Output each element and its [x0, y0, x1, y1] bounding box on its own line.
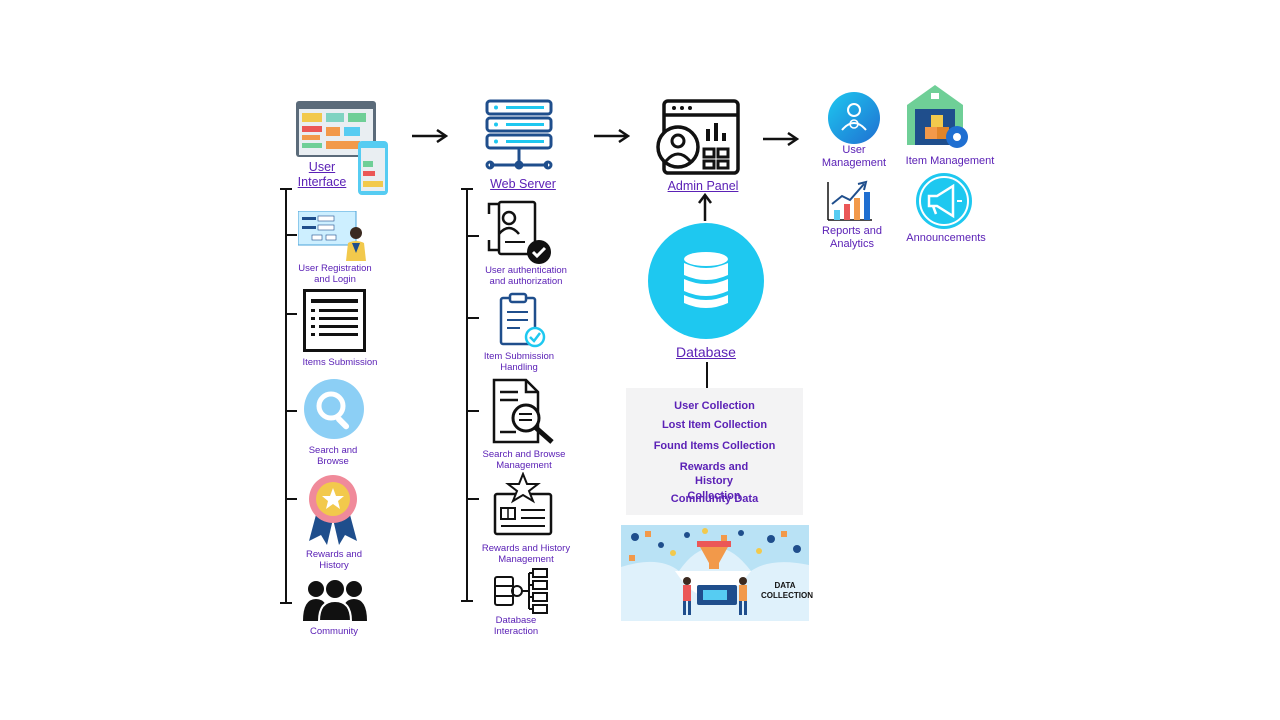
analytics-chart-icon: [826, 180, 874, 224]
ui-branch-2: [285, 313, 297, 315]
admin-reports-analytics: Reports and Analytics: [822, 225, 882, 251]
ws-tree-trunk: [466, 188, 468, 602]
ui-branch-4: [285, 498, 297, 500]
arrow-right-icon: [763, 132, 799, 146]
arrow-right-icon: [594, 129, 630, 143]
document-search-icon: [492, 378, 556, 446]
user-management-icon: [828, 92, 880, 144]
arrow-up-icon: [698, 193, 712, 221]
clipboard-check-icon: [498, 292, 546, 348]
ui-branch-3: [285, 410, 297, 412]
collection-user: User Collection: [674, 400, 755, 412]
ui-screen-icon: [296, 101, 388, 195]
megaphone-icon: [915, 172, 973, 230]
arrow-right-icon: [412, 129, 448, 143]
authentication-icon: [487, 200, 553, 266]
ws-branch-2: [466, 317, 479, 319]
collections-panel: User Collection Lost Item Collection Fou…: [626, 388, 803, 515]
database-network-icon: [493, 567, 551, 615]
collection-community: Community Data: [670, 493, 759, 505]
warehouse-icon: [905, 83, 971, 149]
search-icon: [303, 378, 365, 440]
admin-user-management: User Management: [821, 144, 887, 170]
ws-item-submission: Item Submission Handling: [483, 351, 555, 374]
ws-item-database-interaction: Database Interaction: [493, 615, 539, 638]
registration-login-icon: [298, 211, 366, 261]
ws-branch-3: [466, 410, 479, 412]
ui-tree-bottom-cap: [280, 602, 292, 604]
ws-item-auth: User authentication and authorization: [485, 265, 567, 288]
ws-tree-bottom-cap: [461, 600, 473, 602]
ui-item-submission: Items Submission: [302, 357, 378, 368]
database-title[interactable]: Database: [676, 344, 736, 360]
ui-item-search: Search and Browse: [308, 445, 358, 468]
web-server-title[interactable]: Web Server: [490, 177, 556, 191]
collection-lost-item: Lost Item Collection: [661, 419, 768, 431]
data-collection-caption: DATA COLLECTION: [761, 581, 813, 600]
server-icon: [484, 99, 556, 177]
ui-item-community: Community: [309, 626, 359, 637]
medal-icon: [307, 475, 359, 547]
admin-dashboard-icon: [656, 99, 740, 177]
ui-tree-trunk: [285, 188, 287, 604]
ui-branch-1: [285, 234, 297, 236]
ws-item-rewards: Rewards and History Management: [481, 543, 571, 566]
collection-rewards-history: Rewards and History Collection: [679, 461, 749, 502]
ws-branch-4: [466, 498, 479, 500]
document-list-icon: [303, 289, 366, 352]
ui-item-rewards: Rewards and History: [306, 549, 362, 572]
ui-column-title[interactable]: User Interface: [297, 160, 347, 189]
ws-branch-1: [466, 235, 479, 237]
ui-tree-top-cap: [280, 188, 292, 190]
collection-found-items: Found Items Collection: [653, 440, 776, 452]
admin-panel-title[interactable]: Admin Panel: [667, 179, 739, 193]
ws-item-search: Search and Browse Management: [482, 449, 566, 472]
database-icon: [648, 223, 764, 339]
ui-item-registration: User Registration and Login: [298, 263, 372, 286]
admin-item-management: Item Management: [905, 155, 995, 167]
admin-announcements: Announcements: [906, 232, 986, 244]
community-icon: [303, 579, 367, 621]
database-connector-line: [706, 362, 708, 390]
ws-tree-top-cap: [461, 188, 473, 190]
data-collection-illustration: DATA COLLECTION: [621, 525, 813, 621]
card-star-icon: [493, 472, 553, 538]
